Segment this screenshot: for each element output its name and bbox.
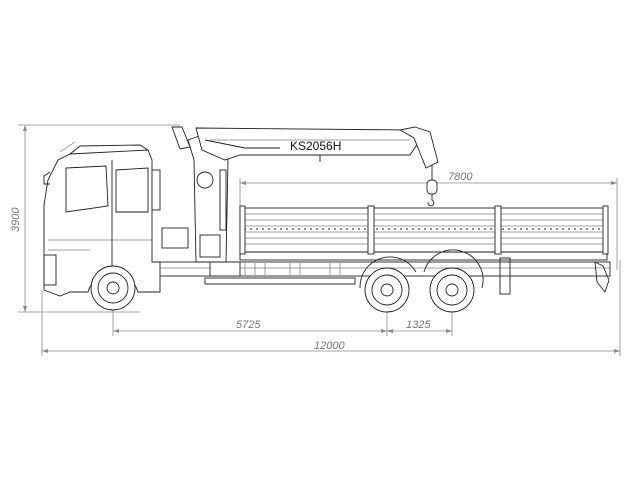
tandem-spacing-label: 1325: [406, 319, 431, 331]
front-wheel: [90, 265, 136, 311]
flatbed: [239, 205, 609, 261]
crane: KS2056H: [161, 126, 439, 263]
crane-model-label: KS2056H: [290, 139, 341, 153]
rear-wheel-1: [359, 256, 417, 313]
cab: [43, 141, 161, 297]
dimension-wheelbase: 5725 1325: [112, 290, 453, 336]
height-label: 3900: [10, 207, 22, 232]
platform-length-label: 7800: [448, 171, 473, 183]
overall-length-label: 12000: [314, 340, 345, 352]
dimension-height: 3900: [10, 124, 180, 313]
wheelbase-label: 5725: [236, 319, 261, 331]
rear-wheel-2: [423, 249, 484, 313]
dimension-overall-length: 12000: [41, 260, 621, 356]
chassis: [149, 257, 611, 295]
